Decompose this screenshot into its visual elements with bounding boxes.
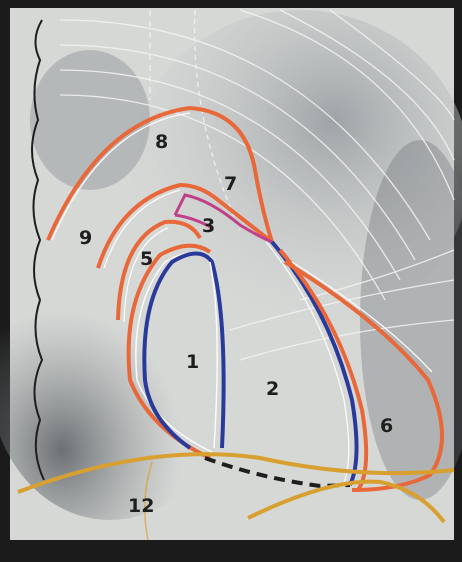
label-region-5: 5 — [140, 248, 153, 270]
label-region-12: 12 — [128, 495, 154, 517]
label-region-1: 1 — [186, 351, 199, 373]
label-region-8: 8 — [155, 131, 168, 153]
label-region-6: 6 — [380, 415, 393, 437]
label-region-9: 9 — [79, 227, 92, 249]
label-region-7: 7 — [224, 173, 237, 195]
label-region-2: 2 — [266, 378, 279, 400]
label-region-3: 3 — [202, 215, 215, 237]
